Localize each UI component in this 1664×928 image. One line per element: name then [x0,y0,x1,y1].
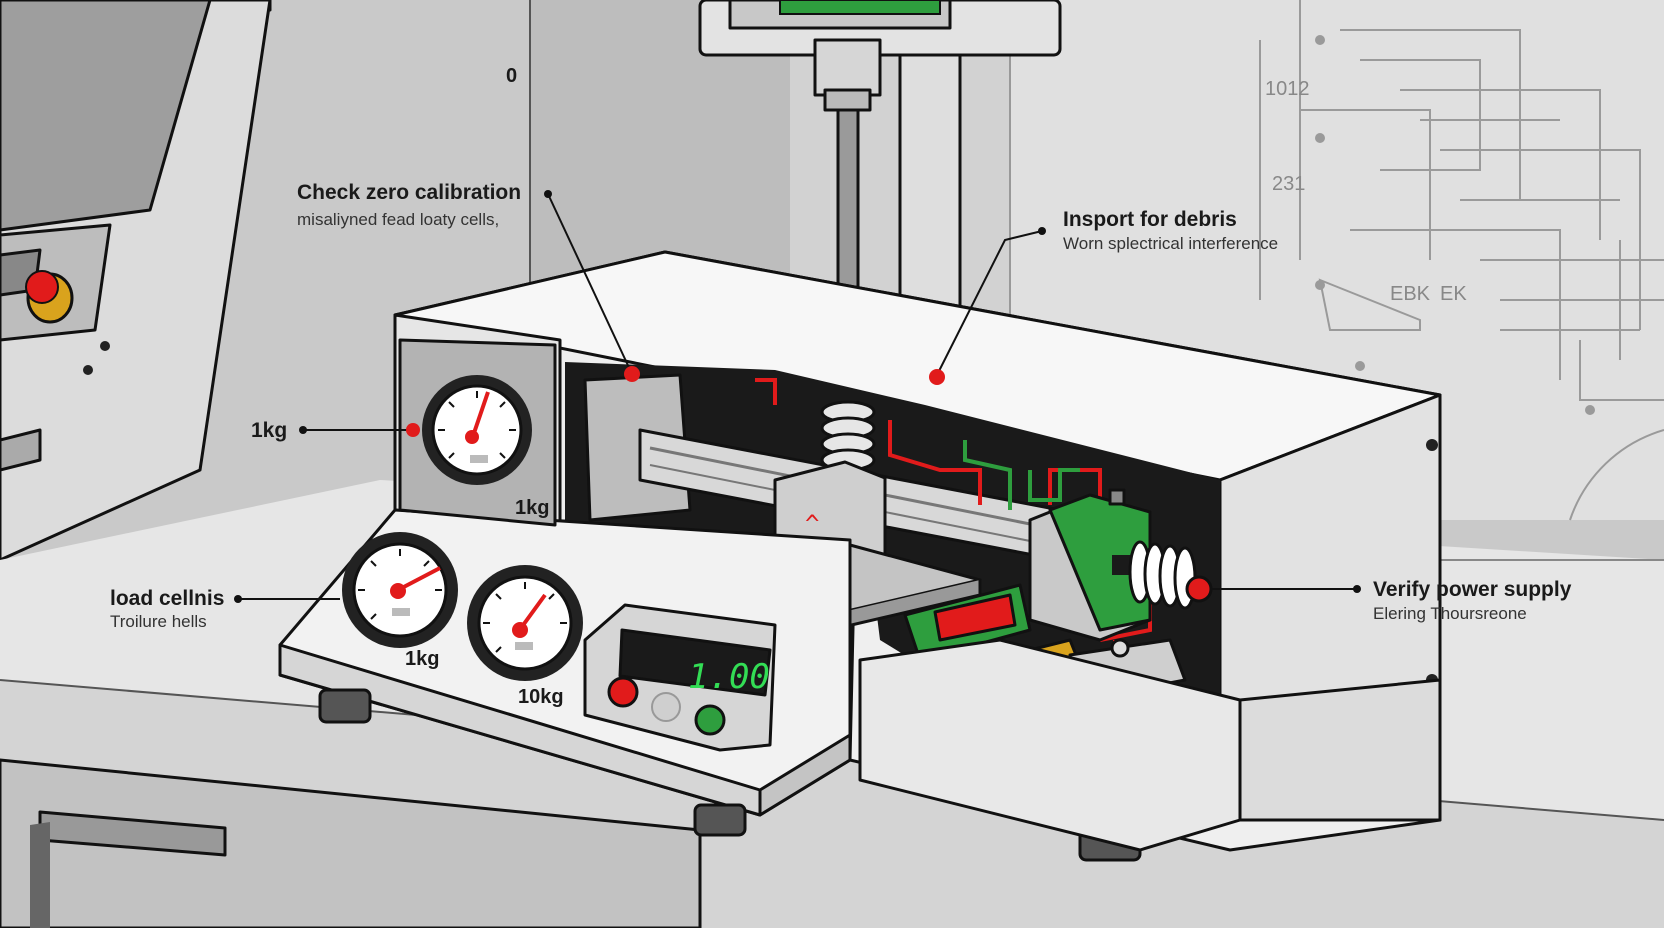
callout-debris: Insport for debris Worn splectrical inte… [929,208,1278,385]
upper-gauge [422,375,532,485]
carriage-mark: ^ [805,510,819,538]
display-reading: 1.00 [688,657,770,697]
callout-power-supply-title: Verify power supply [1373,578,1572,601]
neutral-button[interactable] [651,692,681,722]
door-mark: 0 [506,65,517,87]
callout-zero-calibration: Check zero calibration misaliyned fead l… [297,181,640,382]
callout-load-cells: load cellnis Troilure hells [110,587,340,631]
callout-left-gauge: 1kg [251,419,420,442]
callout-debris-title: Insport for debris [1063,208,1237,231]
callout-zero-calibration-subtitle: misaliyned fead loaty cells, [297,210,499,229]
left-cabinet [0,0,531,562]
lower-right-gauge [467,565,583,681]
blueprint-text-2: 231 [1272,173,1305,195]
blueprint-text-4: EK [1440,283,1467,305]
lower-left-gauge [342,532,458,648]
callout-left-gauge-title: 1kg [251,419,287,442]
callout-power-supply-subtitle: Elering Thoursreone [1373,604,1527,623]
right-housing-box [858,638,1442,852]
lower-right-gauge-label: 10kg [518,686,564,708]
callout-debris-subtitle: Worn splectrical interference [1063,234,1278,253]
crosshead-column [698,0,1062,377]
solenoid-coil [1128,540,1197,610]
drive-module [903,488,1197,702]
digital-display-panel [583,603,777,752]
emergency-stop-button [25,270,74,324]
blueprint-schematic [1259,0,1664,521]
blueprint-text-1: 1012 [1265,78,1310,100]
upper-gauge-label: 1kg [515,497,549,519]
lower-left-gauge-label: 1kg [405,648,439,670]
callout-load-cells-title: load cellnis [110,587,224,610]
start-button[interactable] [694,704,726,736]
blueprint-text-3: EBK [1390,283,1431,305]
stop-button[interactable] [607,676,639,708]
callout-load-cells-subtitle: Troilure hells [110,612,207,631]
callout-zero-calibration-title: Check zero calibration [297,181,521,204]
callout-power-supply: Verify power supply Elering Thoursreone [1185,575,1572,623]
